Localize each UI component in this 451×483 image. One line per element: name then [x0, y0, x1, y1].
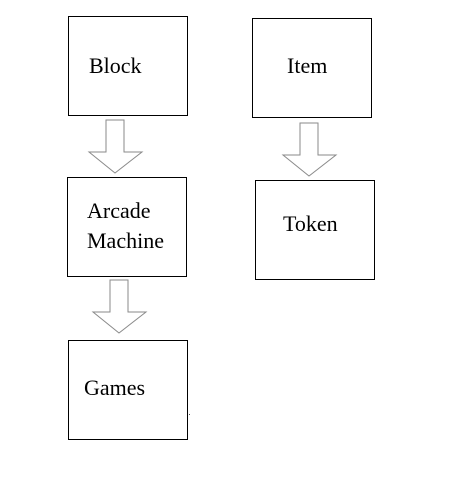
block-node: Block — [68, 16, 188, 116]
arcade-machine-node: Arcade Machine — [67, 177, 187, 277]
token-label: Token — [283, 211, 338, 236]
stray-mark — [189, 414, 190, 415]
arrow-arcade-machine-to-games — [91, 279, 148, 334]
games-node: Games — [68, 340, 188, 440]
games-label: Games — [84, 375, 146, 400]
arrow-block-to-arcade-machine — [87, 119, 144, 174]
item-label: Item — [287, 53, 328, 78]
block-label: Block — [89, 53, 142, 78]
arcade-machine-label-line2: Machine — [87, 228, 164, 253]
token-node: Token — [255, 180, 375, 280]
arcade-machine-label-line1: Arcade — [87, 198, 151, 223]
arrow-item-to-token — [281, 122, 338, 177]
item-node: Item — [252, 18, 372, 118]
